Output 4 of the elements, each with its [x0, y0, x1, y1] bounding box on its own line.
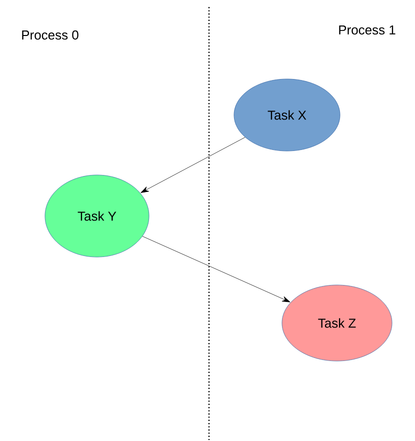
column-heading: Process 0 [22, 30, 78, 40]
arrow [142, 236, 290, 302]
arrow [140, 137, 246, 193]
column-heading: Process 1 [339, 25, 396, 35]
